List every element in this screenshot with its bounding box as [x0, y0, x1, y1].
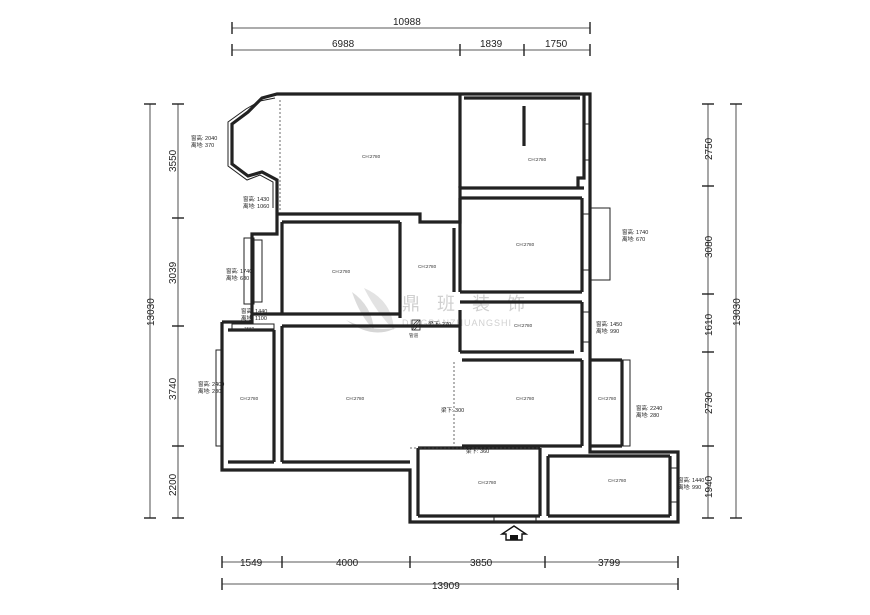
- window-sill-note: 离地: 680: [226, 274, 249, 282]
- dimension-segment: 2200: [168, 473, 179, 496]
- ceiling-label: CH:2780: [516, 242, 535, 247]
- window-sill-note: 离地: 1100: [241, 314, 267, 322]
- windows: [215, 123, 679, 523]
- entrance-arrow-icon: [499, 525, 529, 541]
- beam-lines: [279, 100, 540, 449]
- ceiling-label: CH:2780: [598, 396, 617, 401]
- bottom-dimensions: 1549 4000 3850 3799 13909: [221, 556, 679, 592]
- dimension-segment: 2730: [704, 391, 715, 414]
- ceiling-label: CH:2780: [346, 396, 365, 401]
- dimension-segment: 3550: [168, 149, 179, 172]
- watermark-text: 鼎 班 装 饰: [402, 294, 531, 314]
- dimension-segment: 1839: [480, 39, 503, 50]
- small-dimension: 1560: [244, 326, 255, 331]
- window-sill-note: 离地: 1060: [243, 202, 269, 210]
- ceiling-label: CH:2780: [332, 269, 351, 274]
- dimension-total-bottom: 13909: [432, 581, 460, 592]
- ceiling-label: CH:2780: [514, 323, 533, 328]
- beam-note: 梁下: 360: [466, 447, 489, 455]
- ceiling-label: CH:2780: [478, 480, 497, 485]
- window-height-note: 窗高: 2040: [191, 134, 217, 142]
- ceiling-labels: CH:2780 CH:2780 CH:2780 CH:2780 CH:2780 …: [240, 154, 627, 485]
- left-dimensions: 13030 3550 3039 3740 2200: [144, 103, 184, 519]
- dimension-segment: 3039: [168, 261, 179, 284]
- beam-note: 梁下: 300: [441, 406, 464, 414]
- top-dimensions: 10988 6988 1839 1750: [231, 17, 591, 56]
- dimension-segment: 3740: [168, 377, 179, 400]
- ceiling-label: CH:2780: [528, 157, 547, 162]
- dimension-segment: 3799: [598, 558, 621, 569]
- watermark-subtext: DINGBANZHUANGSHI: [402, 318, 512, 328]
- right-dimensions: 2750 3080 1610 2730 1940 13030: [702, 103, 743, 519]
- dimension-segment: 3080: [704, 235, 715, 258]
- window-sill-note: 离地: 370: [191, 141, 214, 149]
- dimension-total-top: 10988: [393, 17, 421, 28]
- dimension-segment: 1750: [545, 39, 568, 50]
- pipe-icon: [411, 319, 421, 331]
- window-height-note: 窗高: 2240: [636, 404, 662, 412]
- ceiling-label: CH:2780: [608, 478, 627, 483]
- window-height-note: 窗高: 1430: [243, 195, 269, 203]
- dimension-segment: 1610: [704, 313, 715, 336]
- ceiling-label: CH:2780: [418, 264, 437, 269]
- dimension-segment: 2750: [704, 137, 715, 160]
- ceiling-label: CH:2780: [362, 154, 381, 159]
- window-sill-note: 离地: 990: [596, 327, 619, 335]
- window-sill-note: 离地: 280: [198, 387, 221, 395]
- window-height-note: 窗高: 1440: [241, 307, 267, 315]
- pipe-label: 管道: [409, 332, 419, 339]
- window-height-note: 窗高: 2400: [198, 380, 224, 388]
- beam-note: 梁下: 270: [428, 320, 451, 328]
- dimension-segment: 4000: [336, 558, 359, 569]
- window-height-note: 窗高: 1740: [226, 267, 252, 275]
- ceiling-label: CH:2780: [516, 396, 535, 401]
- window-notes: 窗高: 2040 离地: 370 窗高: 1430 离地: 1060 窗高: 1…: [191, 134, 704, 491]
- watermark: 鼎 班 装 饰 DINGBANZHUANGSHI: [346, 288, 531, 333]
- ceiling-label: CH:2780: [240, 396, 259, 401]
- dimension-total-right: 13030: [732, 298, 743, 326]
- dimension-segment: 1549: [240, 558, 263, 569]
- window-sill-note: 离地: 280: [636, 411, 659, 419]
- window-sill-note: 离地: 670: [622, 235, 645, 243]
- window-height-note: 窗高: 1450: [596, 320, 622, 328]
- window-height-note: 窗高: 1440: [678, 476, 704, 484]
- dimension-segment: 1940: [704, 475, 715, 498]
- dimension-total-left: 13030: [146, 298, 157, 326]
- beam-notes: 梁下: 270 梁下: 300 梁下: 360 1560: [244, 320, 489, 455]
- window-sill-note: 离地: 990: [678, 483, 701, 491]
- dimension-segment: 6988: [332, 39, 355, 50]
- dimension-segment: 3850: [470, 558, 493, 569]
- watermark-logo-icon: [346, 288, 396, 333]
- window-height-note: 窗高: 1740: [622, 228, 648, 236]
